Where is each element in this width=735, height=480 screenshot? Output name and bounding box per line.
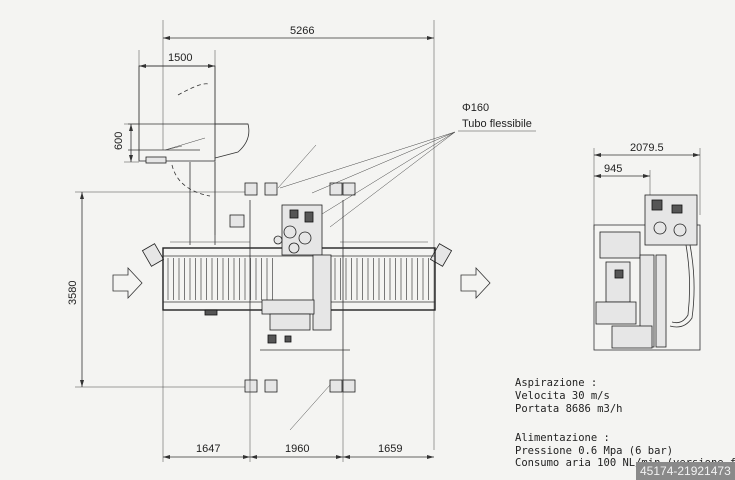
dim-segment-middle: 1960 (285, 443, 309, 455)
dim-hood-width: 1500 (168, 52, 192, 64)
power-title: Alimentazione : (515, 432, 610, 444)
aspiration-velocity: Velocita 30 m/s (515, 390, 610, 402)
dim-overall-length: 3580 (67, 281, 79, 305)
dim-side-total: 2079.5 (630, 142, 664, 154)
suction-hood (128, 65, 250, 197)
side-view: 2079.5 945 (593, 142, 701, 351)
technical-notes: Aspirazione : Velocita 30 m/s Portata 86… (515, 377, 735, 469)
dimension-hood-width: 1500 (138, 50, 216, 235)
dim-total-width: 5266 (290, 25, 314, 37)
pipe-label: Tubo flessibile (462, 118, 532, 130)
conveyor-rollers (167, 258, 429, 300)
dim-segment-left: 1647 (196, 443, 220, 455)
central-unit (204, 200, 350, 380)
dim-side-partial: 945 (604, 163, 622, 175)
watermark-id: 45174-21921473 (640, 464, 731, 478)
dim-hood-depth: 600 (113, 132, 125, 150)
dim-segment-right: 1659 (378, 443, 402, 455)
power-pressure: Pressione 0.6 Mpa (6 bar) (515, 445, 673, 457)
dimension-hood-depth: 600 (113, 123, 139, 163)
feed-direction-arrows (112, 266, 491, 300)
dimension-bottom-segments: 1647 1960 1659 (162, 310, 434, 462)
dimension-overall-length: 3580 (67, 191, 250, 388)
aspiration-flow: Portata 8686 m3/h (515, 403, 622, 415)
pipe-leader-lines (277, 131, 456, 431)
aspiration-title: Aspirazione : (515, 377, 597, 389)
pipe-diameter: Φ160 (462, 102, 489, 114)
dimension-total-width: 5266 (162, 20, 435, 450)
mounting-feet (141, 182, 453, 393)
